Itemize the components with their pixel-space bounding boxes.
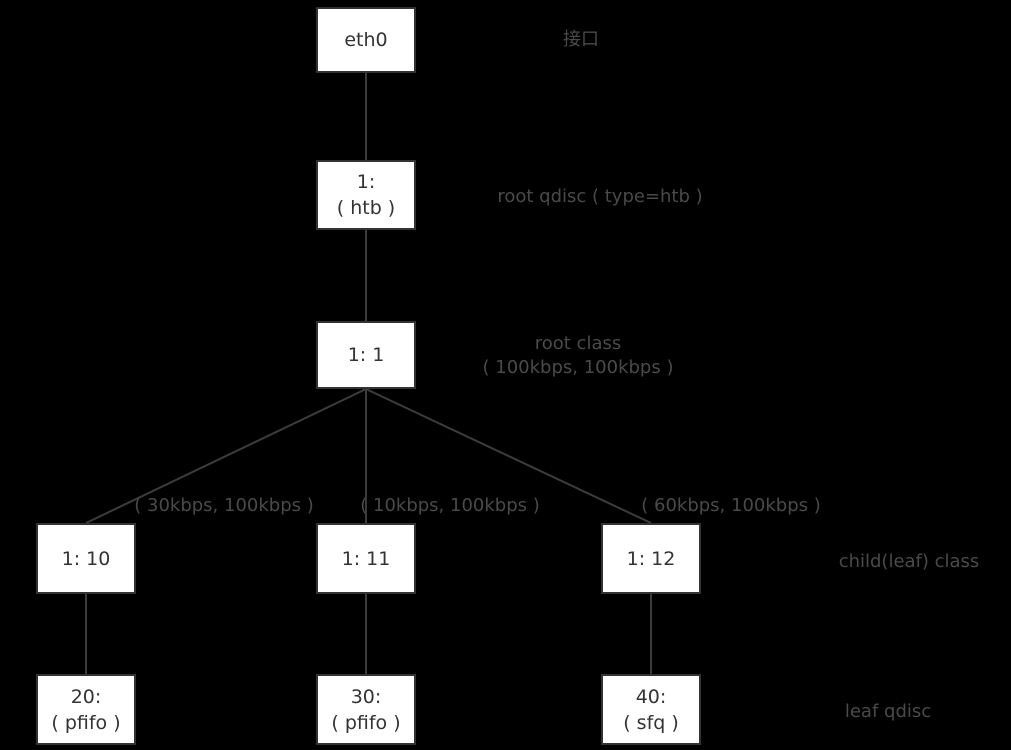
node-sublabel: ( pfifo ) bbox=[51, 711, 121, 734]
edge-label-rate-1-10: ( 30kbps, 100kbps ) bbox=[134, 494, 314, 518]
node-root-qdisc: 1: ( htb ) bbox=[316, 160, 416, 230]
node-label: 30: bbox=[350, 685, 382, 708]
node-label: 1: 10 bbox=[61, 547, 111, 570]
node-sublabel: ( sfq ) bbox=[623, 711, 679, 734]
edge-rootclass-1-10 bbox=[85, 388, 367, 524]
node-root-class: 1: 1 bbox=[316, 321, 416, 389]
node-label: eth0 bbox=[344, 29, 388, 51]
annotation-root-class: root class ( 100kbps, 100kbps ) bbox=[483, 332, 674, 380]
edge-rootclass-1-12 bbox=[365, 388, 652, 524]
annotation-text: 接口 bbox=[563, 29, 599, 50]
annotation-interface: 接口 bbox=[563, 28, 599, 52]
edge-label-text: ( 30kbps, 100kbps ) bbox=[134, 495, 314, 516]
edge-label-text: ( 10kbps, 100kbps ) bbox=[360, 495, 540, 516]
node-sublabel: ( pfifo ) bbox=[331, 711, 401, 734]
node-leaf-qdisc-20: 20: ( pfifo ) bbox=[36, 674, 136, 745]
node-class-1-10: 1: 10 bbox=[36, 523, 136, 594]
annotation-text: child(leaf) class bbox=[838, 551, 980, 572]
node-label: 40: bbox=[635, 685, 667, 708]
annotation-root-qdisc: root qdisc ( type=htb ) bbox=[497, 185, 702, 209]
node-label: 1: 12 bbox=[626, 547, 676, 570]
node-label: 20: bbox=[70, 685, 102, 708]
annotation-text: root class bbox=[534, 333, 622, 354]
node-leaf-qdisc-40: 40: ( sfq ) bbox=[601, 674, 701, 745]
annotation-leaf-qdisc: leaf qdisc bbox=[845, 700, 931, 724]
edge-label-text: ( 60kbps, 100kbps ) bbox=[641, 495, 821, 516]
annotation-text: root qdisc ( type=htb ) bbox=[497, 186, 703, 207]
node-label: 1: 11 bbox=[341, 547, 391, 570]
node-class-1-12: 1: 12 bbox=[601, 523, 701, 594]
edge-label-rate-1-12: ( 60kbps, 100kbps ) bbox=[641, 494, 821, 518]
node-sublabel: ( htb ) bbox=[336, 197, 396, 219]
annotation-subtext: ( 100kbps, 100kbps ) bbox=[482, 357, 674, 378]
node-eth0: eth0 bbox=[316, 7, 416, 73]
node-leaf-qdisc-30: 30: ( pfifo ) bbox=[316, 674, 416, 745]
edge-label-rate-1-11: ( 10kbps, 100kbps ) bbox=[360, 494, 540, 518]
node-label: 1: bbox=[356, 171, 376, 193]
node-label: 1: 1 bbox=[347, 344, 385, 366]
annotation-text: leaf qdisc bbox=[844, 701, 932, 722]
annotation-child-class: child(leaf) class bbox=[839, 550, 980, 574]
node-class-1-11: 1: 11 bbox=[316, 523, 416, 594]
